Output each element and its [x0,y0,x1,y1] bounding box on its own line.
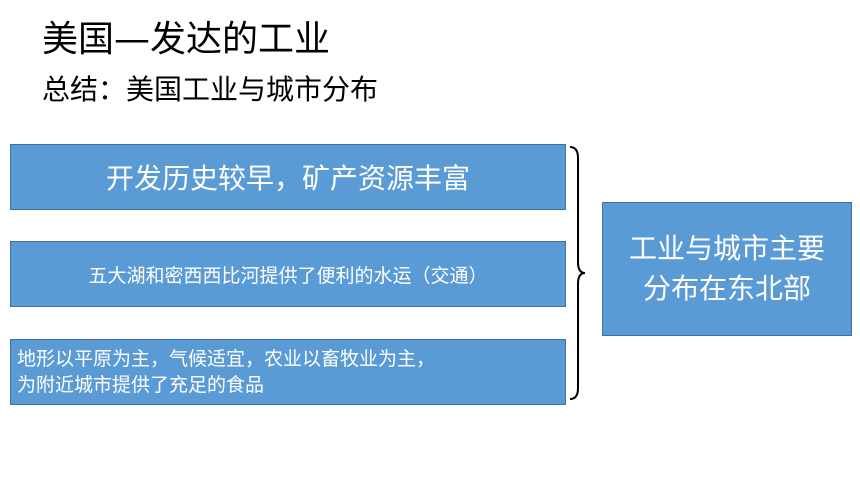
cause-box-water-transport: 五大湖和密西西比河提供了便利的水运（交通） [10,241,566,307]
cause-text: 地形以平原为主，气候适宜，农业以畜牧业为主， 为附近城市提供了充足的食品 [17,348,436,396]
cause-box-terrain-agriculture: 地形以平原为主，气候适宜，农业以畜牧业为主， 为附近城市提供了充足的食品 [10,339,566,405]
slide-title: 美国—发达的工业 [42,19,331,60]
conclusion-box: 工业与城市主要 分布在东北部 [602,202,852,336]
right-brace [569,146,586,400]
cause-text: 开发历史较早，矿产资源丰富 [105,162,470,195]
cause-box-history-resources: 开发历史较早，矿产资源丰富 [10,144,566,210]
cause-text: 五大湖和密西西比河提供了便利的水运（交通） [88,264,488,287]
slide-subtitle: 总结：美国工业与城市分布 [42,73,379,106]
conclusion-text: 工业与城市主要 分布在东北部 [628,232,825,305]
